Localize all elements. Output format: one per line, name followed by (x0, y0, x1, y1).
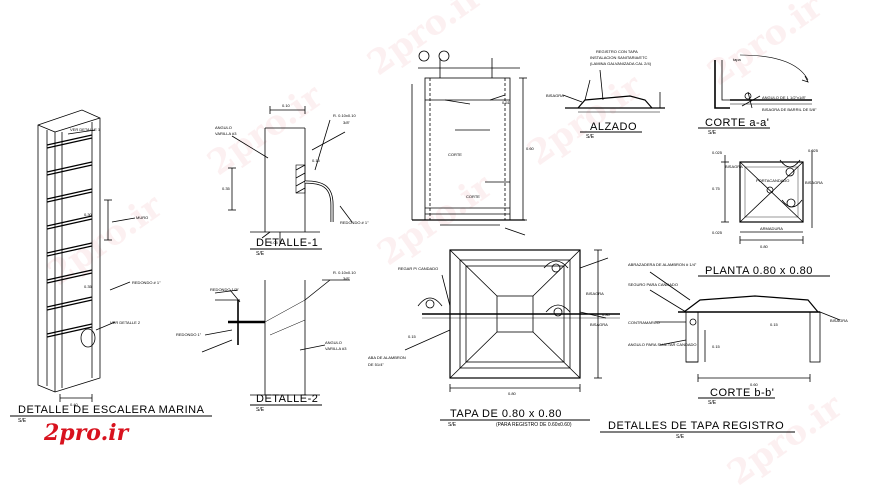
detail1-dim: 0.15 (312, 158, 320, 163)
detalle1-title: DETALLE-1 (256, 237, 319, 249)
tapa-dim: 0.15 (408, 334, 416, 339)
planta-dim: 0.80 (760, 244, 768, 249)
tapa-note: REGAR P/ CANDADO (398, 266, 439, 271)
planta (721, 150, 813, 244)
detail1-dim: 0.35 (222, 186, 230, 191)
corte-aa-note: ANGULO DE 1 1/2"x1/8" (762, 95, 806, 100)
detail1-note: R. 0.10x0.10 (333, 113, 356, 118)
corte-bb-title: CORTE b-b' (710, 387, 775, 399)
detail2-note: REDONDO 1/2" (210, 287, 239, 292)
ladder-note: VER DETALLE 2 (110, 320, 141, 325)
tapa-dim: 0.80 (602, 312, 610, 317)
detail1-note: VARILLA #3 (215, 131, 237, 136)
corte-bb (649, 271, 841, 382)
alzado-note: INSTALACION SANITARIA/ETC (590, 55, 648, 60)
corte-bb-dim: 0.15 (770, 322, 778, 327)
detalle2-scale: S/E (256, 407, 265, 413)
ladder-dim: 0.30 (84, 212, 92, 217)
cad-drawing-sheet: 2pro.ir 2pro.ir 2pro.ir 2pro.ir 2pro.ir … (10, 0, 850, 494)
ladder-note: MURO (136, 215, 149, 220)
corte-aa (714, 54, 812, 109)
alzado-note: BISAGRA (546, 93, 564, 98)
tapa-dim: 0.80 (508, 391, 516, 396)
corte-bb-dim: 0.60 (750, 382, 758, 387)
tapa-registro-scale: S/E (676, 434, 685, 440)
tapa-note: BISAGRA (590, 322, 608, 327)
corte-bb-note: SEGURO PARA CANDADO (628, 282, 678, 287)
detail1-note: ANGULO (215, 125, 232, 130)
corte-bb-note: CONTRAMARCO (628, 320, 660, 325)
escalera-title: DETALLE DE ESCALERA MARINA (18, 404, 205, 416)
detail1-dim: 0.05 (270, 240, 278, 245)
ladder-dim: 0.40 (70, 402, 78, 407)
tapa-note: BISAGRA (586, 291, 604, 296)
tapa-title: TAPA DE 0.80 x 0.80 (450, 408, 562, 420)
tapa-scale: S/E (448, 422, 457, 428)
corte-bb-dim: 0.15 (712, 344, 720, 349)
detail2-note: REDONDO 1" (176, 332, 202, 337)
corte-bb-note: ABRAZADERA DE ALAMBRON # 1/4" (628, 262, 697, 267)
planta-note: ARMADURA (760, 226, 783, 231)
planta-dim: 0.025 (712, 150, 723, 155)
detalle2-title: DETALLE-2 (256, 393, 319, 405)
alzado-note: REGISTRO CON TAPA (596, 49, 638, 54)
corte-aa-title: CORTE a-a' (705, 117, 770, 129)
detail1-note: 3/8" (343, 120, 350, 125)
section-center (411, 50, 527, 236)
section-dim: 0.51 (502, 100, 510, 105)
detail2-note: ANGULO (325, 340, 342, 345)
planta-note: BISAGRA (805, 180, 823, 185)
alzado-note: (LAMINA GALVANIZADA CAL 2/4) (590, 61, 652, 66)
section-note: CORTE (466, 194, 480, 199)
brand-logo: 2pro.ir (44, 420, 129, 446)
ladder-elevation (37, 109, 136, 402)
tapa-subtitle: (PARA REGISTRO DE 0.60x0.60) (496, 422, 572, 428)
tapa-registro-title: DETALLES DE TAPA REGISTRO (608, 420, 785, 432)
tapa-plan (404, 249, 620, 392)
tapa-note: ABA DE ALAMBRON (368, 355, 406, 360)
planta-note: PORTACANDADO (756, 178, 790, 183)
planta-dim: 0.75 (712, 186, 720, 191)
alzado (562, 69, 665, 113)
drawing-linework (10, 50, 841, 433)
planta-dim: 0.025 (712, 230, 723, 235)
detail2-note: VARILLA #3 (325, 346, 347, 351)
section-dim: 0.60 (526, 146, 534, 151)
corte-bb-note: BISAGRA (830, 318, 848, 323)
ladder-note: VER DETALLE 1 (70, 127, 101, 132)
detail2-note: 3/8" (343, 276, 350, 281)
corte-aa-note: BISAGRA DE BARRIL DE 5/8" (762, 107, 817, 112)
planta-title: PLANTA 0.80 x 0.80 (705, 265, 813, 277)
ladder-dim: 0.35 (84, 284, 92, 289)
alzado-scale: S/E (586, 134, 595, 140)
corte-aa-scale: S/E (708, 130, 717, 136)
alzado-title: ALZADO (590, 121, 638, 133)
detalle1-scale: S/E (256, 251, 265, 257)
detail2-note: R. 0.10x0.10 (333, 270, 356, 275)
ladder-note: REDONDO # 1" (132, 280, 161, 285)
section-note: CORTE (448, 152, 462, 157)
detail1-dim: 0.10 (282, 103, 290, 108)
detail1-note: REDONDO # 1" (340, 220, 369, 225)
tapa-note: DE 51/4" (368, 362, 384, 367)
corte-bb-scale: S/E (708, 400, 717, 406)
corte-bb-note: ANGULO PARA SUJETAR CANDADO (628, 342, 697, 347)
detail-1 (228, 106, 353, 244)
corte-aa-note: tapa (733, 57, 741, 62)
planta-note: BISAGRA (725, 164, 743, 169)
detail-2 (201, 279, 350, 396)
planta-dim: 0.025 (808, 148, 819, 153)
escalera-scale: S/E (18, 418, 27, 424)
